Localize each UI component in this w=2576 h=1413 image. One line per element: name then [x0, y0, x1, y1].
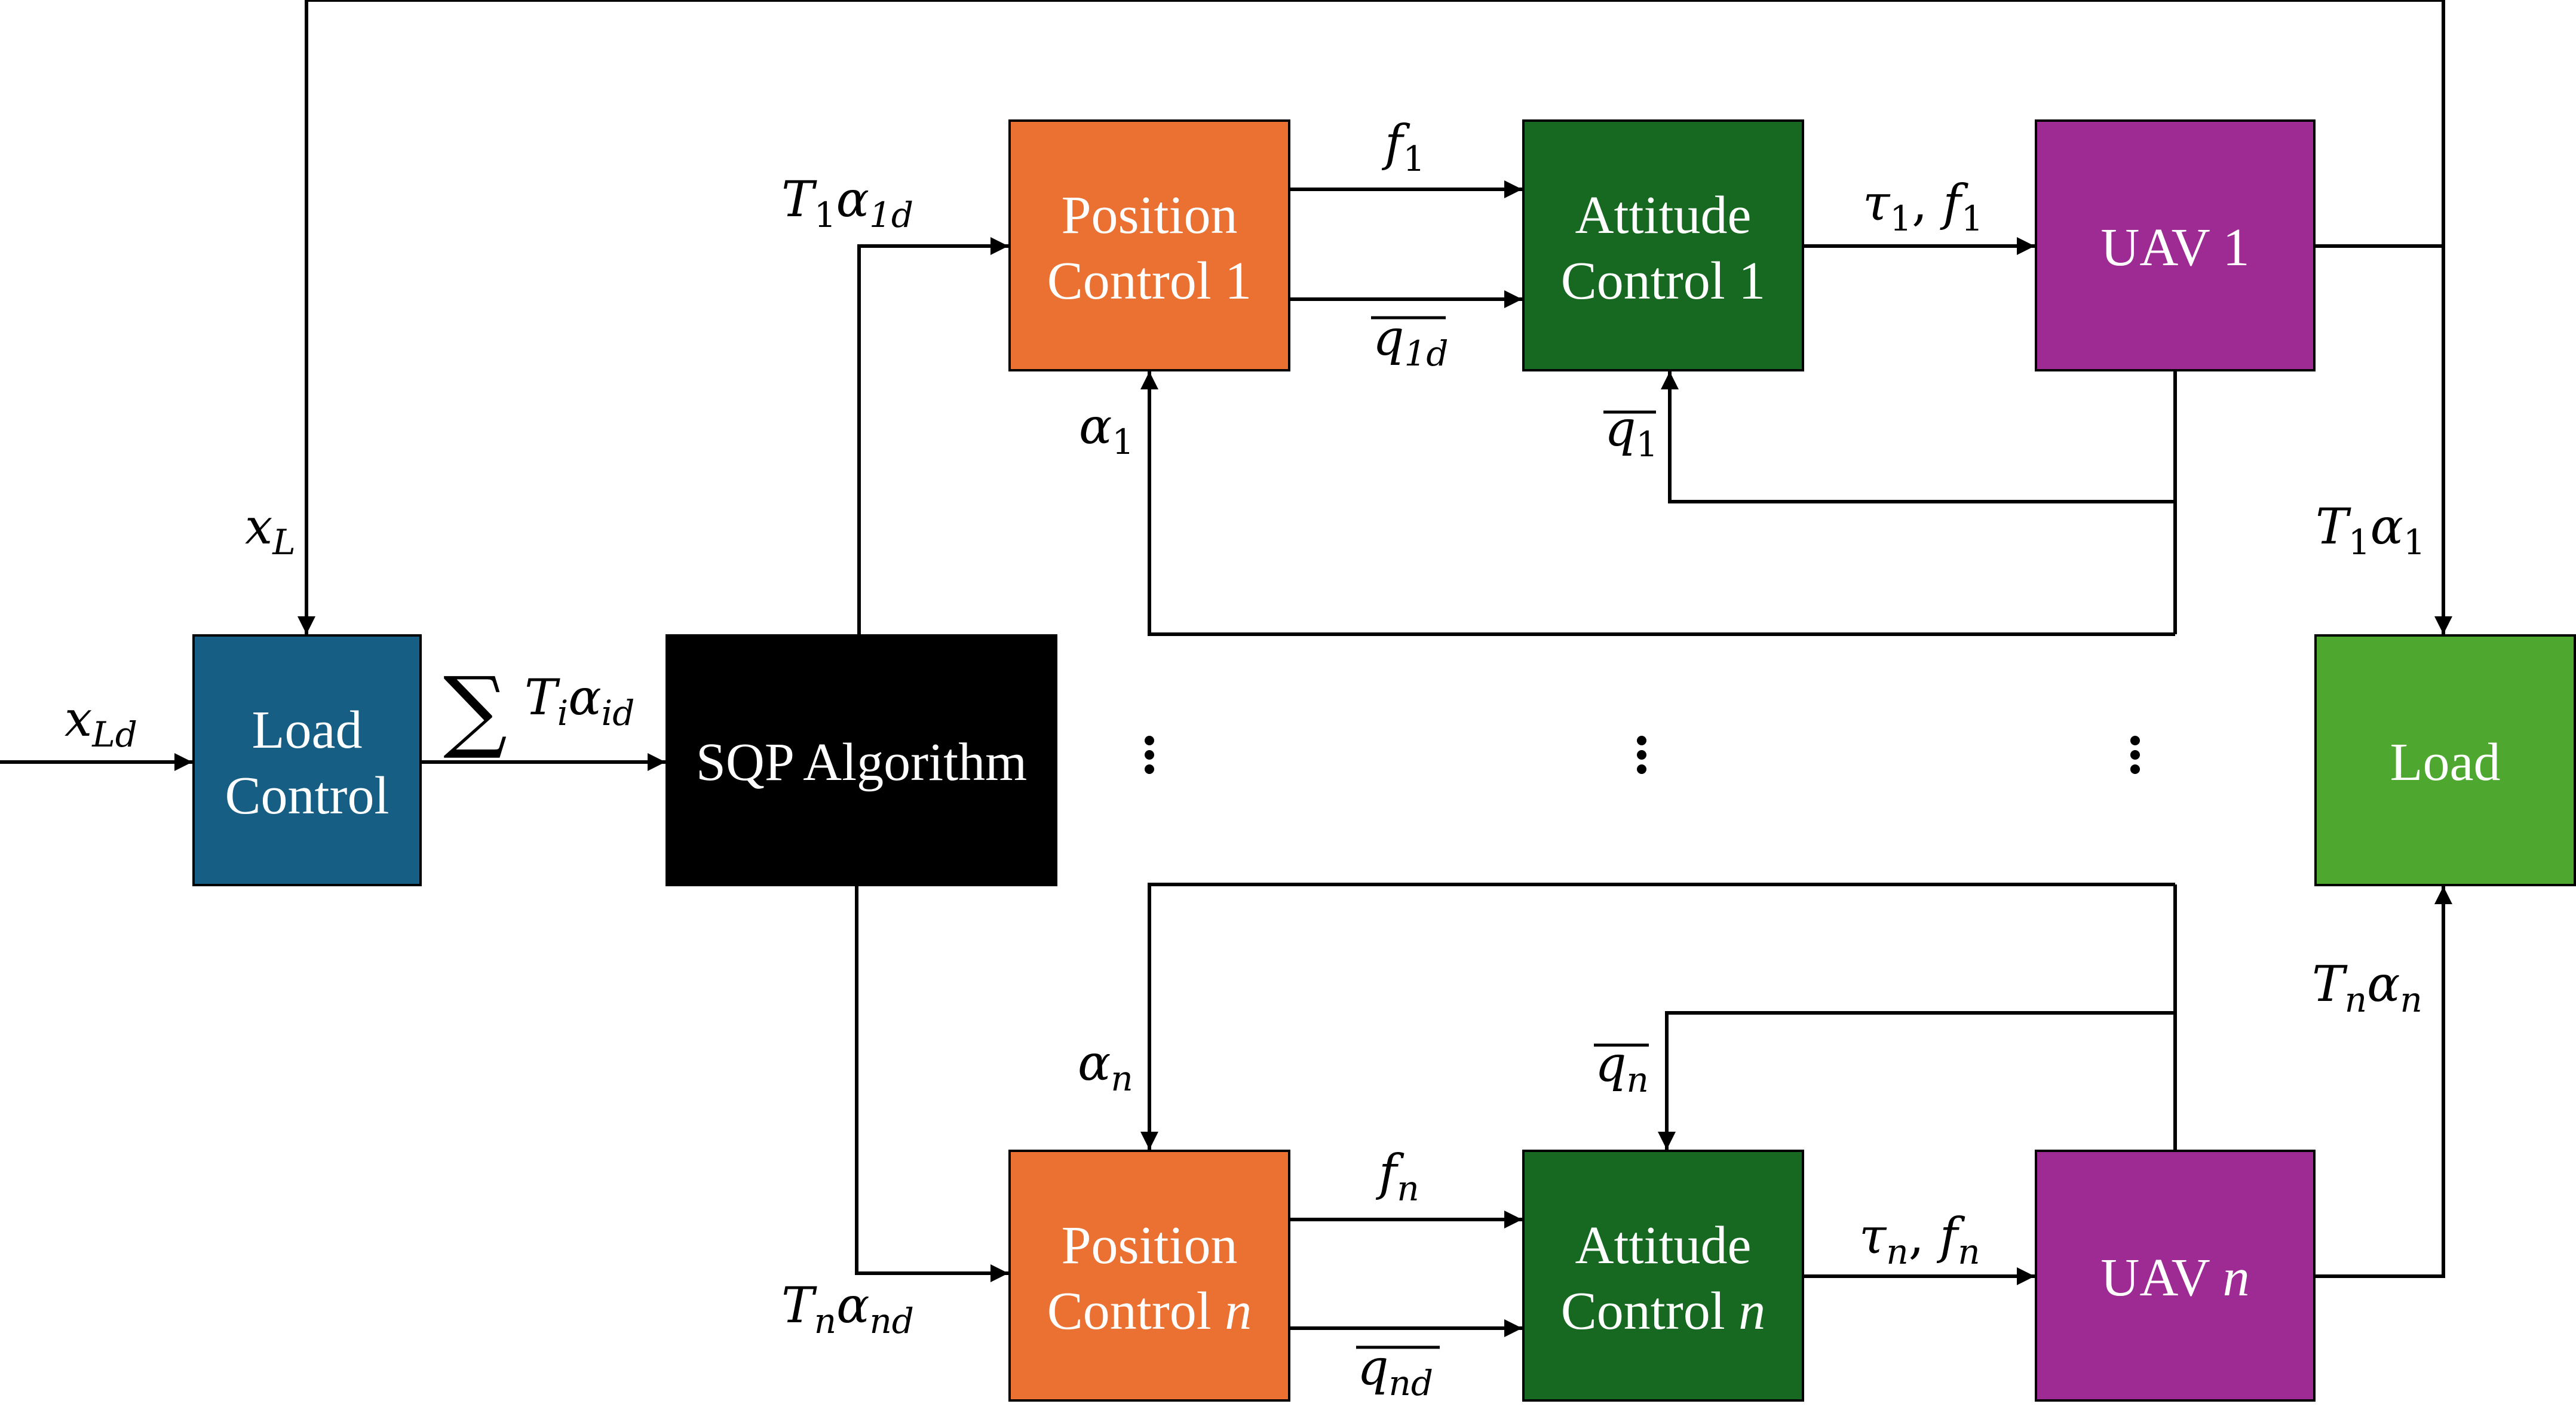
svg-text:qn: qn: [1595, 1036, 1649, 1100]
signal-q1d: q1d: [1371, 310, 1449, 374]
attitude-control-1-block: Attitude Control 1: [1522, 119, 1804, 371]
position-control-n-line1: Position: [1061, 1216, 1237, 1275]
signal-qnd: qnd: [1356, 1340, 1440, 1403]
attitude-control-n-block: Attitude Control n: [1522, 1150, 1804, 1402]
uav-n-box: [2035, 1150, 2316, 1402]
uav-n-block: UAV n: [2035, 1150, 2316, 1402]
wire-alpha1-feedback: [1140, 371, 2175, 636]
attitude-control-1-line2: Control 1: [1561, 251, 1766, 311]
signal-sum-t-alpha: ∑ Tiαid: [443, 658, 634, 762]
position-control-1-line1: Position: [1061, 186, 1237, 245]
position-control-n-line2: Control n: [1047, 1282, 1252, 1341]
signal-fn: fn: [1375, 1145, 1419, 1209]
position-control-1-box: [1008, 119, 1290, 371]
sqp-label: SQP Algorithm: [696, 733, 1027, 792]
attitude-control-1-line1: Attitude: [1575, 186, 1752, 245]
wire-sqp-to-position-n: [855, 886, 1008, 1282]
position-control-1-block: Position Control 1: [1008, 119, 1290, 371]
position-control-n-block: Position Control n: [1008, 1150, 1290, 1402]
signal-tn-alphand: Tnαnd: [781, 1277, 914, 1341]
attitude-control-n-line1: Attitude: [1575, 1216, 1752, 1275]
attitude-control-n-line2: Control n: [1561, 1282, 1766, 1341]
uav-1-label: UAV 1: [2100, 218, 2249, 277]
signal-alpha1: α1: [1079, 398, 1134, 462]
uav-n-label-text: UAV: [2100, 1248, 2222, 1307]
vertical-ellipsis-attitude: [1637, 736, 1646, 774]
position-control-1-line2: Control 1: [1047, 251, 1252, 311]
signal-qn: qn: [1594, 1036, 1649, 1100]
sqp-block: SQP Algorithm: [666, 634, 1057, 886]
wires: [0, 0, 2452, 1337]
wire-q1-feedback: [1661, 371, 2175, 503]
attitude-control-n-line2-text: Control: [1561, 1282, 1739, 1341]
load-control-label-line2: Control: [225, 766, 389, 825]
attitude-control-1-box: [1522, 119, 1804, 371]
wire-alphan-feedback: [1140, 883, 2175, 1150]
uav-1-block: UAV 1: [2035, 119, 2316, 371]
sum-symbol: ∑: [443, 658, 507, 762]
signal-x-ld: xLd: [65, 691, 137, 755]
svg-text:q1: q1: [1605, 401, 1658, 465]
signal-alphan: αn: [1078, 1035, 1133, 1099]
load-control-box: [192, 634, 422, 886]
load-label: Load: [2390, 733, 2501, 792]
signal-t1-alpha1d: T1α1d: [781, 171, 913, 235]
load-control-block: Load Control: [192, 634, 422, 886]
wire-qn-feedback: [1658, 1011, 2175, 1150]
signal-tau1-f1: τ1, f1: [1863, 175, 1983, 239]
position-control-n-line2-italic: n: [1225, 1282, 1252, 1341]
wire-uavn-to-load: [2316, 886, 2452, 1278]
sqp-box: [666, 634, 1057, 886]
uav-n-label-italic: n: [2223, 1248, 2250, 1307]
uav-n-label: UAV n: [2100, 1248, 2249, 1307]
signal-f1: f1: [1381, 115, 1425, 179]
load-control-label-line1: Load: [252, 701, 363, 760]
attitude-control-n-line2-italic: n: [1738, 1282, 1765, 1341]
attitude-control-n-box: [1522, 1150, 1804, 1402]
uav-1-box: [2035, 119, 2316, 371]
load-block: Load: [2314, 634, 2576, 886]
signal-t1-alpha1: T1α1: [2316, 499, 2425, 563]
vertical-ellipsis-uav: [2130, 736, 2140, 774]
position-control-n-line2-text: Control: [1047, 1282, 1225, 1341]
vertical-ellipsis-position: [1145, 736, 1154, 774]
load-box: [2314, 634, 2576, 886]
svg-text:q1d: q1d: [1373, 310, 1449, 374]
signal-taun-fn: τn, fn: [1859, 1208, 1980, 1272]
signal-tn-alphan: Tnαn: [2312, 956, 2422, 1020]
position-control-n-box: [1008, 1150, 1290, 1402]
svg-text:qnd: qnd: [1357, 1340, 1433, 1403]
signal-x-l: xL: [245, 499, 296, 563]
signal-q1: q1: [1603, 401, 1658, 465]
wire-sqp-to-position-1: [857, 237, 1008, 634]
sum-term: Tiαid: [525, 669, 634, 733]
